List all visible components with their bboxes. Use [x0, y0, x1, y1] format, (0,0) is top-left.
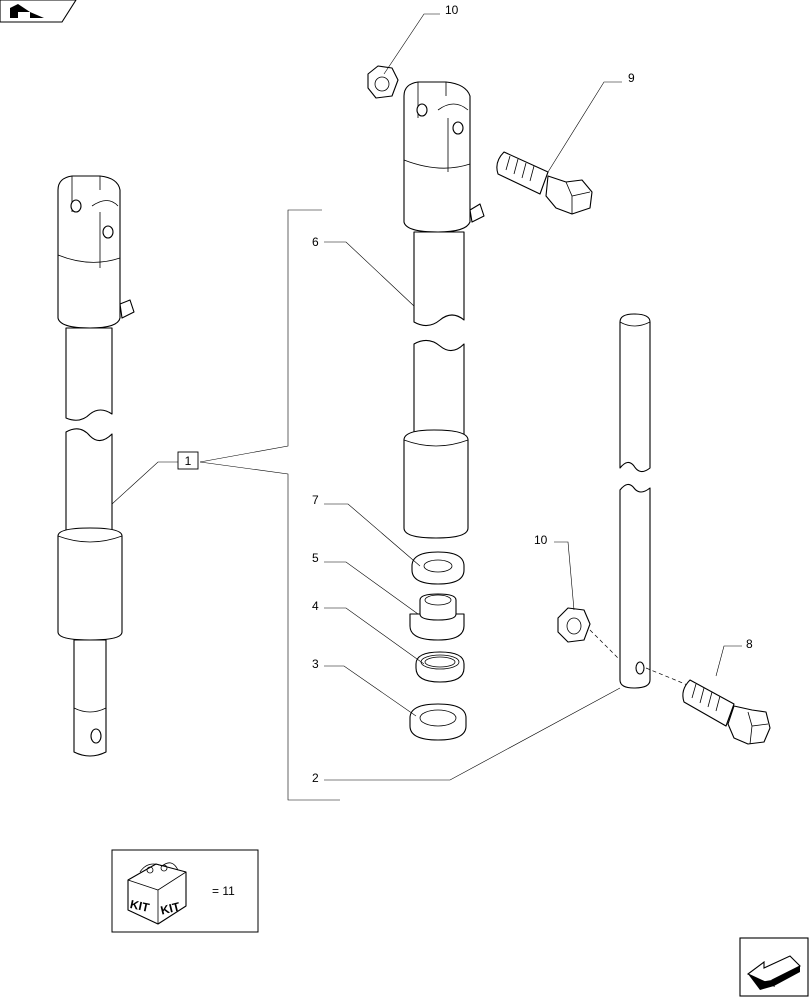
callout-5: 5: [312, 551, 419, 615]
callout-1: 1: [111, 209, 340, 801]
cylinder-assembly-overview: [57, 175, 135, 757]
callout-7: 7: [312, 493, 421, 567]
callout-10-top: 10: [383, 3, 459, 75]
callout-8-label: 8: [746, 637, 753, 651]
part-10-nut-right: [557, 607, 621, 661]
previous-page-button[interactable]: [0, 0, 77, 23]
part-8-bolt: [645, 667, 771, 745]
callout-1-label: 1: [185, 454, 192, 468]
callout-4-label: 4: [312, 599, 319, 613]
part-4-seal: [415, 651, 465, 683]
callout-9-label: 9: [628, 71, 635, 85]
callout-3: 3: [312, 657, 417, 717]
part-2-pin: [619, 313, 651, 689]
callout-9: 9: [547, 71, 635, 173]
part-9-bolt: [496, 151, 593, 215]
callout-2-label: 2: [312, 771, 319, 785]
kit-label-left: KIT: [129, 897, 151, 915]
callout-3-label: 3: [312, 657, 319, 671]
kit-label-right: KIT: [159, 899, 182, 917]
kit-legend-box: KIT KIT = 11: [111, 849, 259, 933]
previous-page-arrow-icon: [10, 4, 44, 18]
part-5-bushing: [409, 593, 465, 641]
callout-8: 8: [715, 637, 753, 677]
callout-10-right: 10: [534, 533, 575, 611]
callout-10-top-label: 10: [445, 3, 459, 17]
part-6-tube: [403, 81, 485, 539]
kit-quantity: = 11: [212, 884, 235, 898]
part-3-washer: [409, 703, 467, 741]
callout-6: 6: [312, 235, 415, 307]
callout-10-right-label: 10: [534, 533, 548, 547]
callout-2: 2: [312, 687, 621, 785]
callout-6-label: 6: [312, 235, 319, 249]
callout-5-label: 5: [312, 551, 319, 565]
next-page-button[interactable]: [739, 937, 809, 997]
part-7-washer: [411, 551, 465, 585]
kit-box-icon: KIT KIT: [127, 862, 187, 925]
callout-4: 4: [312, 599, 425, 665]
part-10-nut-top: [367, 65, 399, 99]
next-page-arrow-icon: [746, 955, 801, 990]
callout-7-label: 7: [312, 493, 319, 507]
